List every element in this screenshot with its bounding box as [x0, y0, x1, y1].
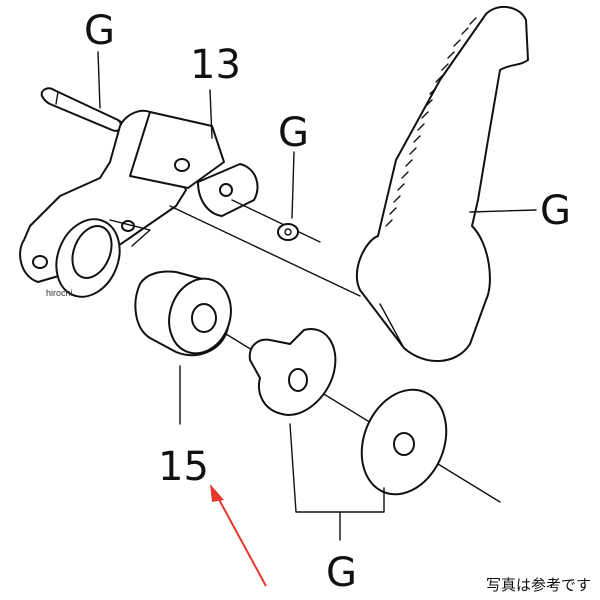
- label-part-13: 13: [190, 42, 241, 88]
- leader-g-top: [97, 51, 101, 109]
- watermark: hirochi: [46, 288, 73, 298]
- label-g-bolt: G: [278, 110, 309, 156]
- reference-photo-caption: 写真は参考です: [486, 576, 591, 594]
- foot-pedal: [355, 5, 529, 362]
- lug-axis: [231, 199, 321, 243]
- bushing-15: [134, 270, 232, 357]
- lever-bracket: [19, 109, 259, 298]
- label-g-pedal: G: [540, 188, 571, 234]
- leader-g-pedal: [469, 209, 537, 213]
- small-washer: [277, 223, 299, 241]
- collar-to-pedal-line: [169, 205, 361, 297]
- leader-g-bolt: [291, 151, 295, 219]
- highlight-arrow: [210, 484, 267, 587]
- flat-washer: [360, 388, 448, 496]
- collar-washer: [248, 328, 337, 416]
- label-g-washer: G: [326, 550, 357, 596]
- label-part-15: 15: [158, 444, 209, 490]
- leader-13: [209, 89, 213, 139]
- leader-g-washer: [289, 423, 385, 541]
- label-g-top: G: [84, 8, 115, 54]
